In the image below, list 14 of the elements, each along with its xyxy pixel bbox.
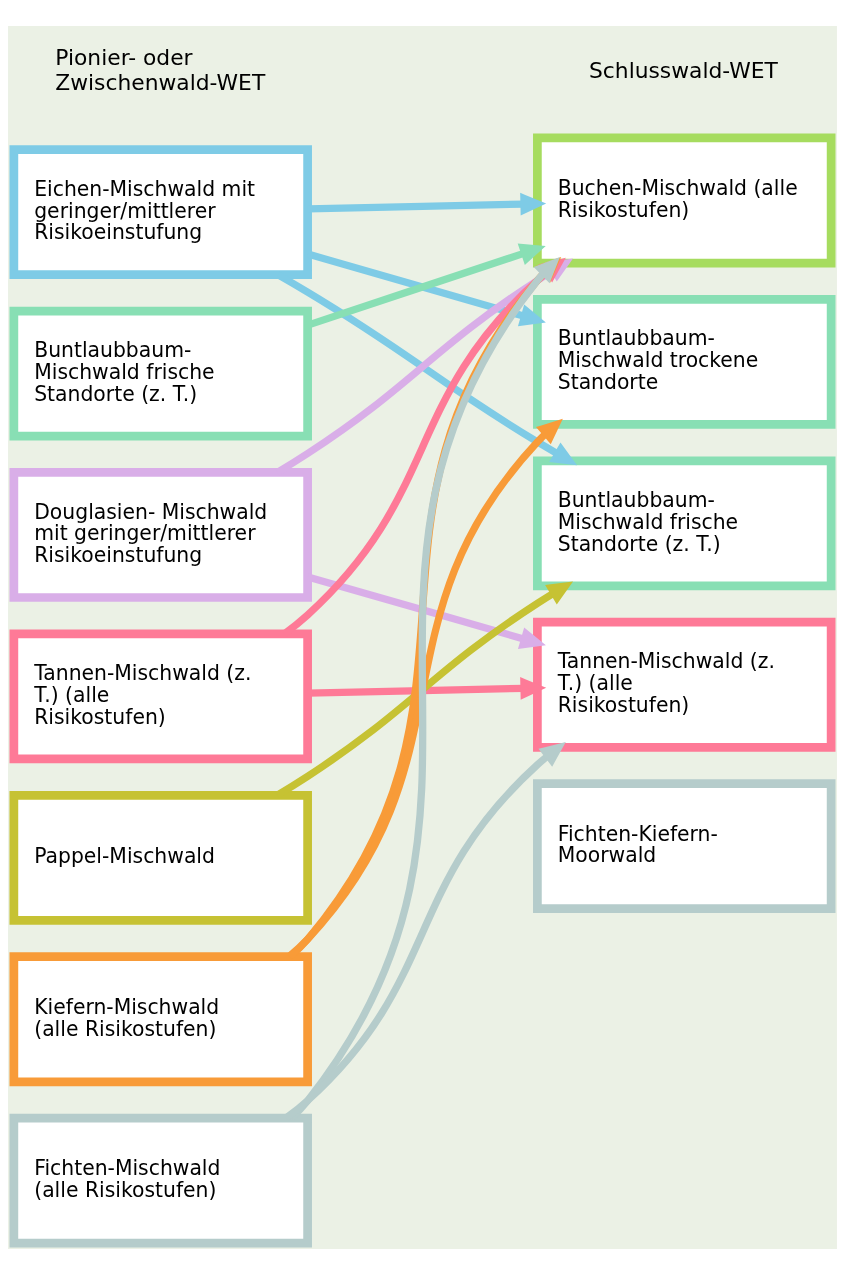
node-box: Buchen-Mischwald (alle Risikostufen) [533, 133, 836, 268]
label: Pionier- oder Zwischenwald-WET [55, 45, 266, 95]
node-box: Fichten-Kiefern- Moorwald [533, 779, 836, 914]
node-box: Pappel-Mischwald [9, 790, 312, 925]
node-box: Buntlaubbaum- Mischwald frische Standorte (z. T.) [533, 456, 836, 591]
node-box: Buntlaubbaum- Mischwald frische Standorte (z. T.) [9, 306, 312, 441]
node-box: Tannen-Mischwald (z. T.) (alle Risikostufen) [533, 617, 836, 752]
node-box: Douglasien- Mischwald mit geringer/mittlerer Risikoeinstufung [9, 468, 312, 602]
node-box: Fichten-Mischwald (alle Risikostufen) [9, 1113, 312, 1248]
label: Schlusswald-WET [589, 57, 778, 83]
node-box: Tannen-Mischwald (z. T.) (alle Risikostufen) [9, 629, 312, 764]
node-box: Eichen-Mischwald mit geringer/mittlerer Risikoeinstufung [9, 145, 312, 280]
node-box: Buntlaubbaum- Mischwald trockene Standorte [533, 295, 836, 429]
node-box: Kiefern-Mischwald (alle Risikostufen) [9, 952, 312, 1087]
